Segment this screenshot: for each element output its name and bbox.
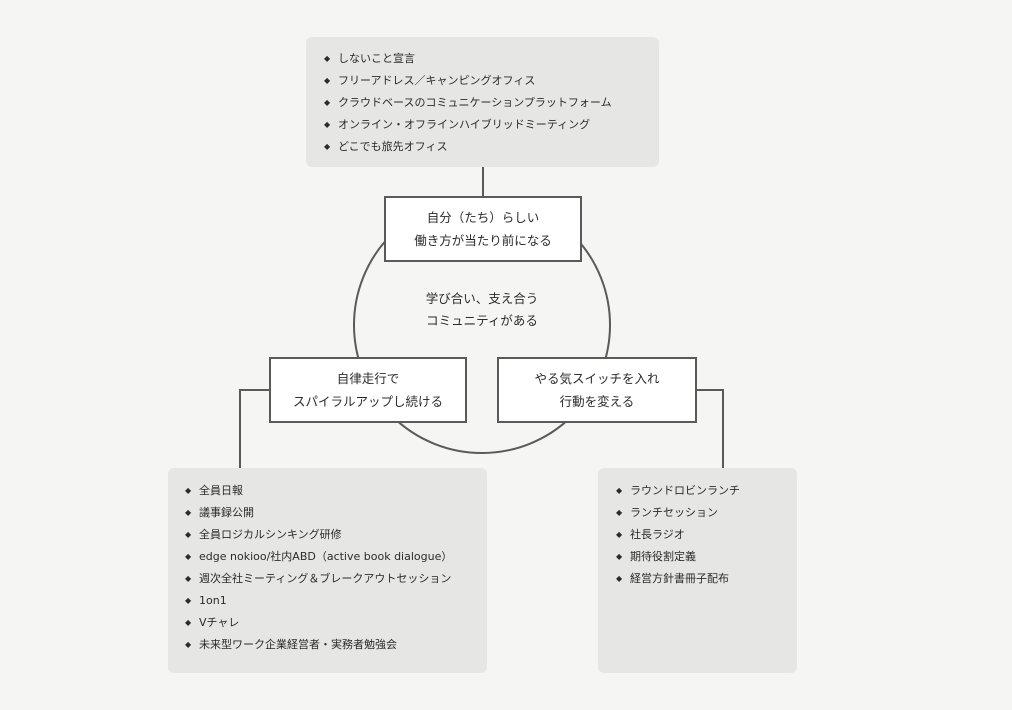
diamond-bullet-icon: ◆ bbox=[185, 640, 192, 649]
list-item: ◆ ラウンドロビンランチ bbox=[616, 480, 797, 502]
list-item: ◆ クラウドベースのコミュニケーションプラットフォーム bbox=[324, 92, 659, 114]
list-item: ◆ 期待役割定義 bbox=[616, 546, 797, 568]
list-item: ◆ しないこと宣言 bbox=[324, 48, 659, 70]
right-practices-panel: ◆ ラウンドロビンランチ ◆ ランチセッション ◆ 社長ラジオ ◆ 期待役割定義 ◆ 経営方針書冊… bbox=[598, 468, 797, 673]
list-item: ◆ どこでも旅先オフィス bbox=[324, 136, 659, 158]
list-item-text: 議事録公開 bbox=[199, 506, 254, 519]
list-item: ◆ 1on1 bbox=[185, 590, 487, 612]
connector-right bbox=[696, 389, 724, 468]
list-item: ◆ 全員日報 bbox=[185, 480, 487, 502]
diamond-bullet-icon: ◆ bbox=[324, 142, 331, 151]
center-label-line1: 学び合い、支え合う bbox=[425, 291, 539, 306]
list-item: ◆ 週次全社ミーティング＆ブレークアウトセッション bbox=[185, 568, 487, 590]
connector-left bbox=[239, 389, 270, 468]
list-item-text: edge nokioo/社内ABD（active book dialogue） bbox=[199, 550, 453, 563]
goal-box-left-line2: スパイラルアップし続ける bbox=[292, 394, 443, 409]
top-practices-panel: ◆ しないこと宣言 ◆ フリーアドレス／キャンピングオフィス ◆ クラウドベースのコミュニ… bbox=[306, 37, 659, 167]
list-item: ◆ フリーアドレス／キャンピングオフィス bbox=[324, 70, 659, 92]
list-item: ◆ edge nokioo/社内ABD（active book dialogue） bbox=[185, 546, 487, 568]
diamond-bullet-icon: ◆ bbox=[185, 574, 192, 583]
goal-box-left: 自律走行で スパイラルアップし続ける bbox=[269, 357, 467, 423]
list-item-text: オンライン・オフラインハイブリッドミーティング bbox=[338, 118, 591, 131]
list-item-text: 全員日報 bbox=[199, 484, 243, 497]
list-item-text: フリーアドレス／キャンピングオフィス bbox=[338, 74, 536, 87]
list-item: ◆ 議事録公開 bbox=[185, 502, 487, 524]
list-item-text: クラウドベースのコミュニケーションプラットフォーム bbox=[338, 96, 612, 109]
list-item-text: 経営方針書冊子配布 bbox=[630, 572, 729, 585]
diamond-bullet-icon: ◆ bbox=[185, 552, 192, 561]
list-item-text: 1on1 bbox=[199, 594, 227, 607]
list-item: ◆ Vチャレ bbox=[185, 612, 487, 634]
diamond-bullet-icon: ◆ bbox=[324, 98, 331, 107]
list-item: ◆ 全員ロジカルシンキング研修 bbox=[185, 524, 487, 546]
diamond-bullet-icon: ◆ bbox=[185, 596, 192, 605]
diamond-bullet-icon: ◆ bbox=[616, 530, 623, 539]
list-item: ◆ ランチセッション bbox=[616, 502, 797, 524]
list-item: ◆ オンライン・オフラインハイブリッドミーティング bbox=[324, 114, 659, 136]
diamond-bullet-icon: ◆ bbox=[324, 54, 331, 63]
list-item-text: ラウンドロビンランチ bbox=[630, 484, 740, 497]
list-item-text: 未来型ワーク企業経営者・実務者勉強会 bbox=[199, 638, 397, 651]
goal-box-top-line1: 自分（たち）らしい bbox=[426, 210, 540, 225]
goal-box-right: やる気スイッチを入れ 行動を変える bbox=[497, 357, 697, 423]
center-label: 学び合い、支え合う コミュニティがある bbox=[392, 288, 572, 332]
list-item: ◆ 社長ラジオ bbox=[616, 524, 797, 546]
list-item: ◆ 経営方針書冊子配布 bbox=[616, 568, 797, 590]
list-item-text: 週次全社ミーティング＆ブレークアウトセッション bbox=[199, 572, 452, 585]
diamond-bullet-icon: ◆ bbox=[616, 574, 623, 583]
diamond-bullet-icon: ◆ bbox=[185, 530, 192, 539]
left-practices-list: ◆ 全員日報 ◆ 議事録公開 ◆ 全員ロジカルシンキング研修 ◆ edge nokioo/社内… bbox=[185, 480, 487, 656]
center-label-line2: コミュニティがある bbox=[426, 313, 538, 328]
goal-box-top-line2: 働き方が当たり前になる bbox=[414, 233, 552, 248]
goal-box-right-line2: 行動を変える bbox=[559, 394, 635, 409]
goal-box-right-line1: やる気スイッチを入れ bbox=[534, 371, 660, 386]
diamond-bullet-icon: ◆ bbox=[185, 486, 192, 495]
list-item-text: 全員ロジカルシンキング研修 bbox=[199, 528, 342, 541]
list-item: ◆ 未来型ワーク企業経営者・実務者勉強会 bbox=[185, 634, 487, 656]
diamond-bullet-icon: ◆ bbox=[616, 508, 623, 517]
list-item-text: ランチセッション bbox=[630, 506, 718, 519]
list-item-text: しないこと宣言 bbox=[338, 52, 415, 65]
diamond-bullet-icon: ◆ bbox=[324, 76, 331, 85]
left-practices-panel: ◆ 全員日報 ◆ 議事録公開 ◆ 全員ロジカルシンキング研修 ◆ edge nokioo/社内… bbox=[168, 468, 487, 673]
top-practices-list: ◆ しないこと宣言 ◆ フリーアドレス／キャンピングオフィス ◆ クラウドベースのコミュニ… bbox=[324, 48, 659, 158]
list-item-text: 社長ラジオ bbox=[630, 528, 685, 541]
diamond-bullet-icon: ◆ bbox=[185, 508, 192, 517]
diamond-bullet-icon: ◆ bbox=[324, 120, 331, 129]
goal-box-left-line1: 自律走行で bbox=[336, 371, 400, 386]
goal-box-top: 自分（たち）らしい 働き方が当たり前になる bbox=[384, 196, 582, 262]
diamond-bullet-icon: ◆ bbox=[616, 552, 623, 561]
diamond-bullet-icon: ◆ bbox=[616, 486, 623, 495]
right-practices-list: ◆ ラウンドロビンランチ ◆ ランチセッション ◆ 社長ラジオ ◆ 期待役割定義 ◆ 経営方針書冊… bbox=[616, 480, 797, 590]
list-item-text: どこでも旅先オフィス bbox=[338, 140, 448, 153]
diamond-bullet-icon: ◆ bbox=[185, 618, 192, 627]
list-item-text: Vチャレ bbox=[199, 616, 240, 629]
list-item-text: 期待役割定義 bbox=[630, 550, 696, 563]
